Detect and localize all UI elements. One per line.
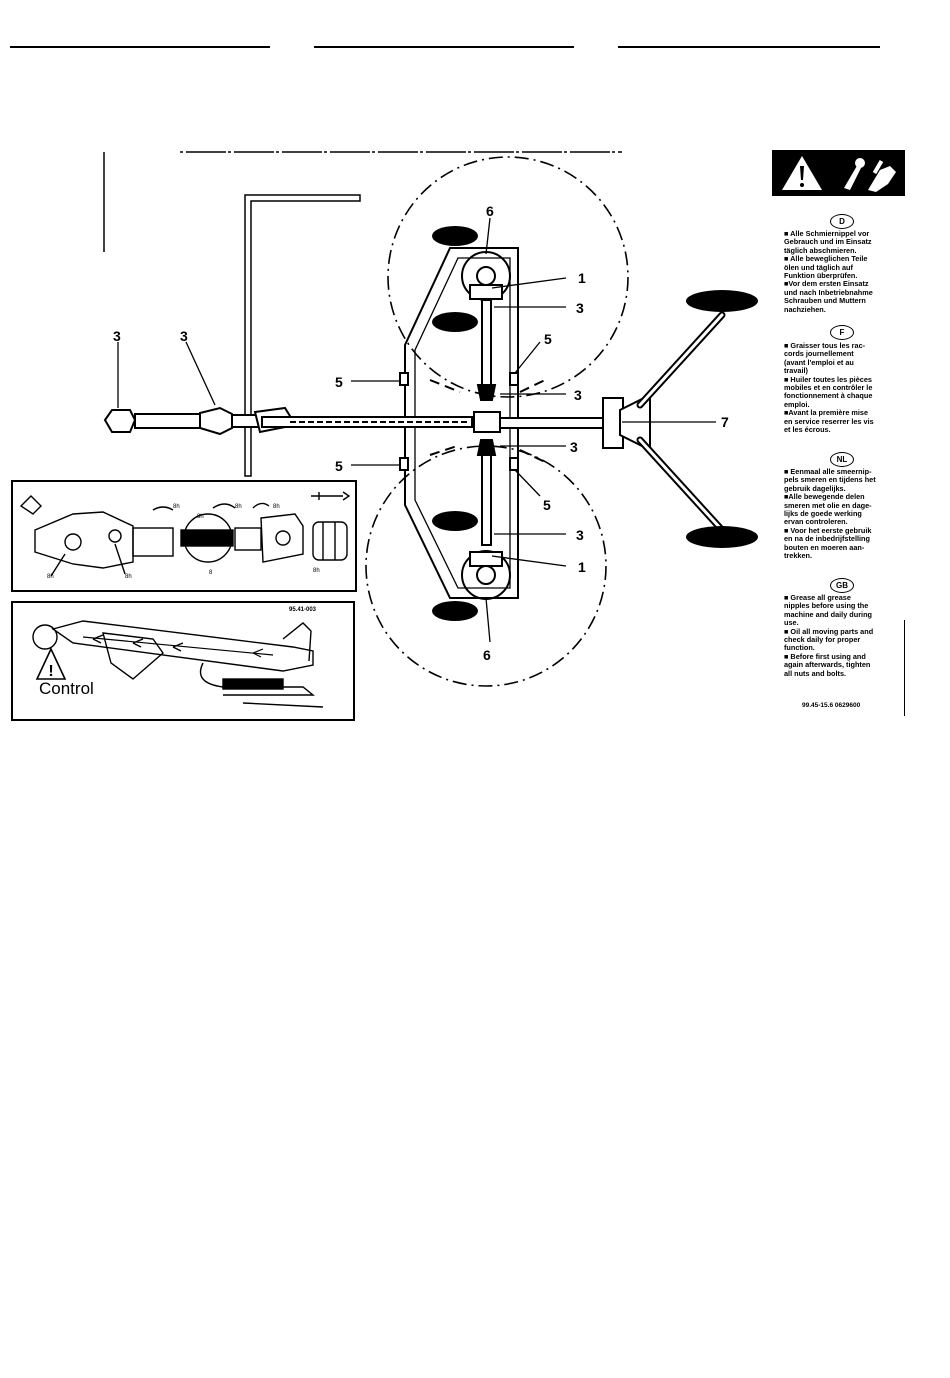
warning-triangle-icon [782, 156, 822, 190]
callout-3-arm-bottom: 3 [576, 527, 584, 543]
panel-edge [904, 620, 905, 716]
exclamation-icon: ! [48, 663, 53, 680]
lang-badge-nl: NL [830, 452, 854, 467]
instructions-gb: ■ Grease all grease nipples before using… [784, 593, 874, 678]
callout-3-left-1: 3 [113, 328, 121, 344]
control-label: Control [39, 679, 94, 698]
driveshaft-inset: 8h 8h 8h 8h 8h 8h 8h 8 [11, 480, 357, 592]
wrench-and-hand-icon [844, 158, 896, 192]
callout-6-top: 6 [486, 203, 494, 219]
driveshaft-tag-1: 8h [47, 574, 54, 580]
tyre-rear-top [432, 312, 478, 332]
callout-5-right-bottom: 5 [543, 497, 551, 513]
instructions-nl: ■ Eenmaal alle smeernip- pels smeren en … [784, 467, 876, 561]
callout-7: 7 [721, 414, 729, 430]
tyre-axle-top [686, 290, 758, 312]
header-rule-2 [314, 46, 574, 48]
callout-5-left-bottom: 5 [335, 458, 343, 474]
callout-3-gear-top: 3 [574, 387, 582, 403]
warning-part-code: 99.45-15.6 0629600 [802, 702, 861, 709]
control-drawing: ! [32, 620, 324, 708]
header-rule-3 [618, 46, 880, 48]
lang-badge-fr: F [830, 325, 854, 340]
callout-3-gear-bottom: 3 [570, 439, 578, 455]
callout-5-right-top: 5 [544, 331, 552, 347]
driveshaft-tag-2: 8h [125, 574, 132, 580]
callout-1-top: 1 [578, 270, 586, 286]
instructions-de: ■ Alle Schmiernippel vor Gebrauch und im… [784, 229, 873, 314]
control-code: 95.41-003 [289, 607, 317, 613]
rake-lubrication-diagram [103, 151, 758, 687]
control-inset: ! Control 95.41-003 [11, 601, 355, 721]
driveshaft-tag-8: 8 [209, 570, 213, 576]
maintenance-warning-panel: D ■ Alle Schmiernippel vor Gebrauch und … [772, 150, 907, 718]
callout-6-bottom: 6 [483, 647, 491, 663]
lang-badge-de: D [830, 214, 854, 229]
driveshaft-tag-7: 8h [313, 568, 320, 574]
tyre-rear-bottom [432, 601, 478, 621]
tyre-axle-bottom [686, 526, 758, 548]
driveshaft-drawing [19, 491, 351, 577]
callout-1-bottom: 1 [578, 559, 586, 575]
callout-3-arm-top: 3 [576, 300, 584, 316]
warning-header [772, 150, 905, 196]
driveshaft-tag-5: 8h [235, 504, 242, 510]
tyre-front-top [432, 226, 478, 246]
driveshaft-tag-3: 8h [173, 504, 180, 510]
driveshaft-tag-4: 8h [197, 514, 204, 520]
callout-5-left-top: 5 [335, 374, 343, 390]
lang-badge-gb: GB [830, 578, 854, 593]
header-rule-1 [10, 46, 270, 48]
instructions-fr: ■ Graisser tous les rac- cords journelle… [784, 341, 874, 435]
driveshaft-tag-6: 8h [273, 504, 280, 510]
tyre-front-bottom [432, 511, 478, 531]
callout-3-left-2: 3 [180, 328, 188, 344]
